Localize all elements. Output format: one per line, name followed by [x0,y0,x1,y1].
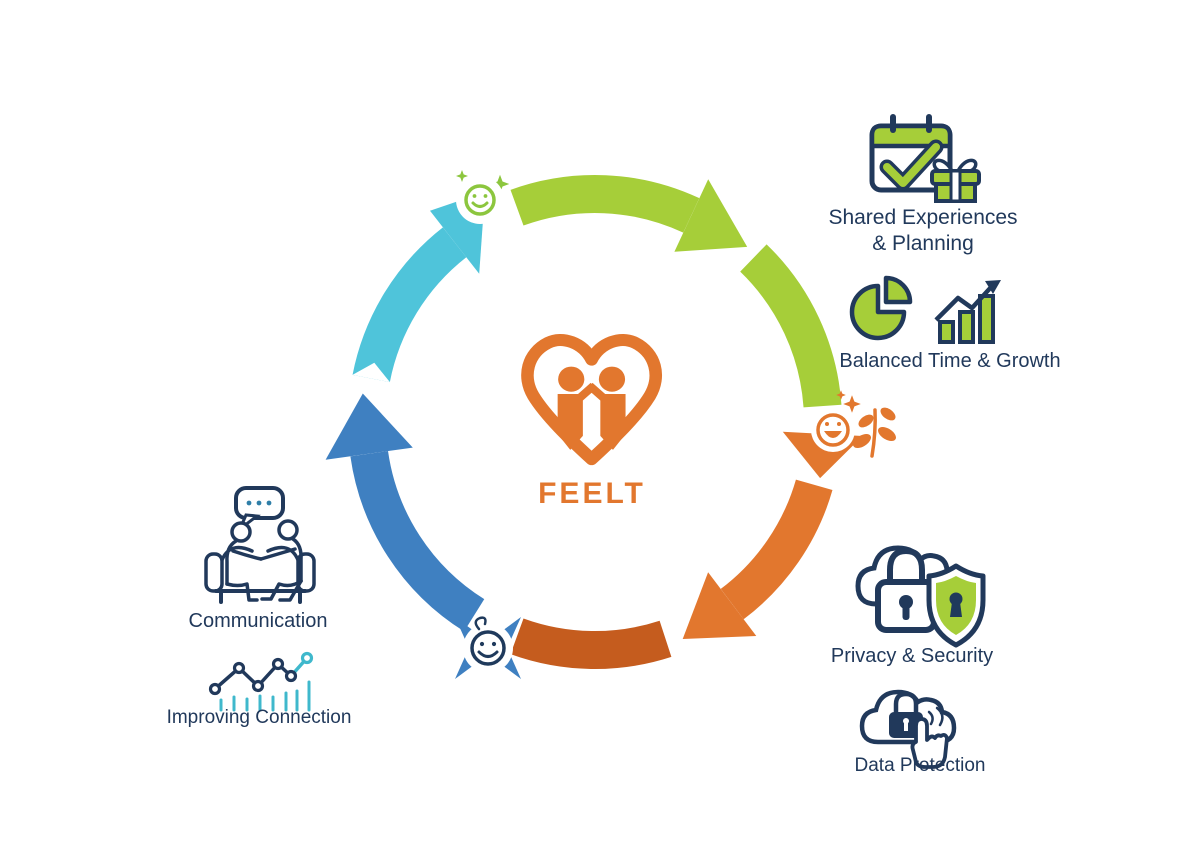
label-improving-connection: Improving Connection [166,707,352,728]
label-privacy-security: Privacy & Security [830,645,994,667]
arc-blue-left [350,450,485,632]
couch-conversation-icon [204,519,316,604]
line-chart-up-icon [208,651,314,712]
label-communication: Communication [188,610,328,632]
label-shared-line1: Shared Experiences [828,206,1018,229]
shield-keyhole-icon [926,563,986,648]
speech-bubble-icon [234,486,285,534]
plant-sprout-icon [853,407,896,458]
brand-wordmark: FEELT [538,477,646,510]
cycle-arcs [325,175,863,670]
label-shared-line2: & Planning [872,231,974,255]
arc-cyan-topleft [352,227,467,383]
cyan-tail-notch [352,362,390,383]
label-shared-experiences: Shared Experiences & Planning [798,205,1048,256]
label-balanced-time: Balanced Time & Growth [839,350,1061,372]
tap-hand-icon [910,706,949,769]
green-smiley-sparkles-icon [456,170,510,224]
arrowhead-orange-icon [682,572,757,639]
arc-orange-right [720,479,833,620]
label-data-protection: Data Protection [854,755,986,776]
arrowhead-blue-icon [325,393,413,460]
arc-darkorange-bottom [510,618,672,670]
feelt-heart-logo-icon [521,333,663,466]
gift-icon [930,158,981,203]
arc-green-right [739,244,842,408]
navy-smiley-star-icon [455,616,521,679]
orange-smiley-plant-icon [811,390,896,458]
pie-chart-icon [849,275,913,341]
arc-green-top [510,175,700,233]
bar-chart-growth-icon [934,280,1001,344]
arrowhead-green-icon [674,179,748,252]
